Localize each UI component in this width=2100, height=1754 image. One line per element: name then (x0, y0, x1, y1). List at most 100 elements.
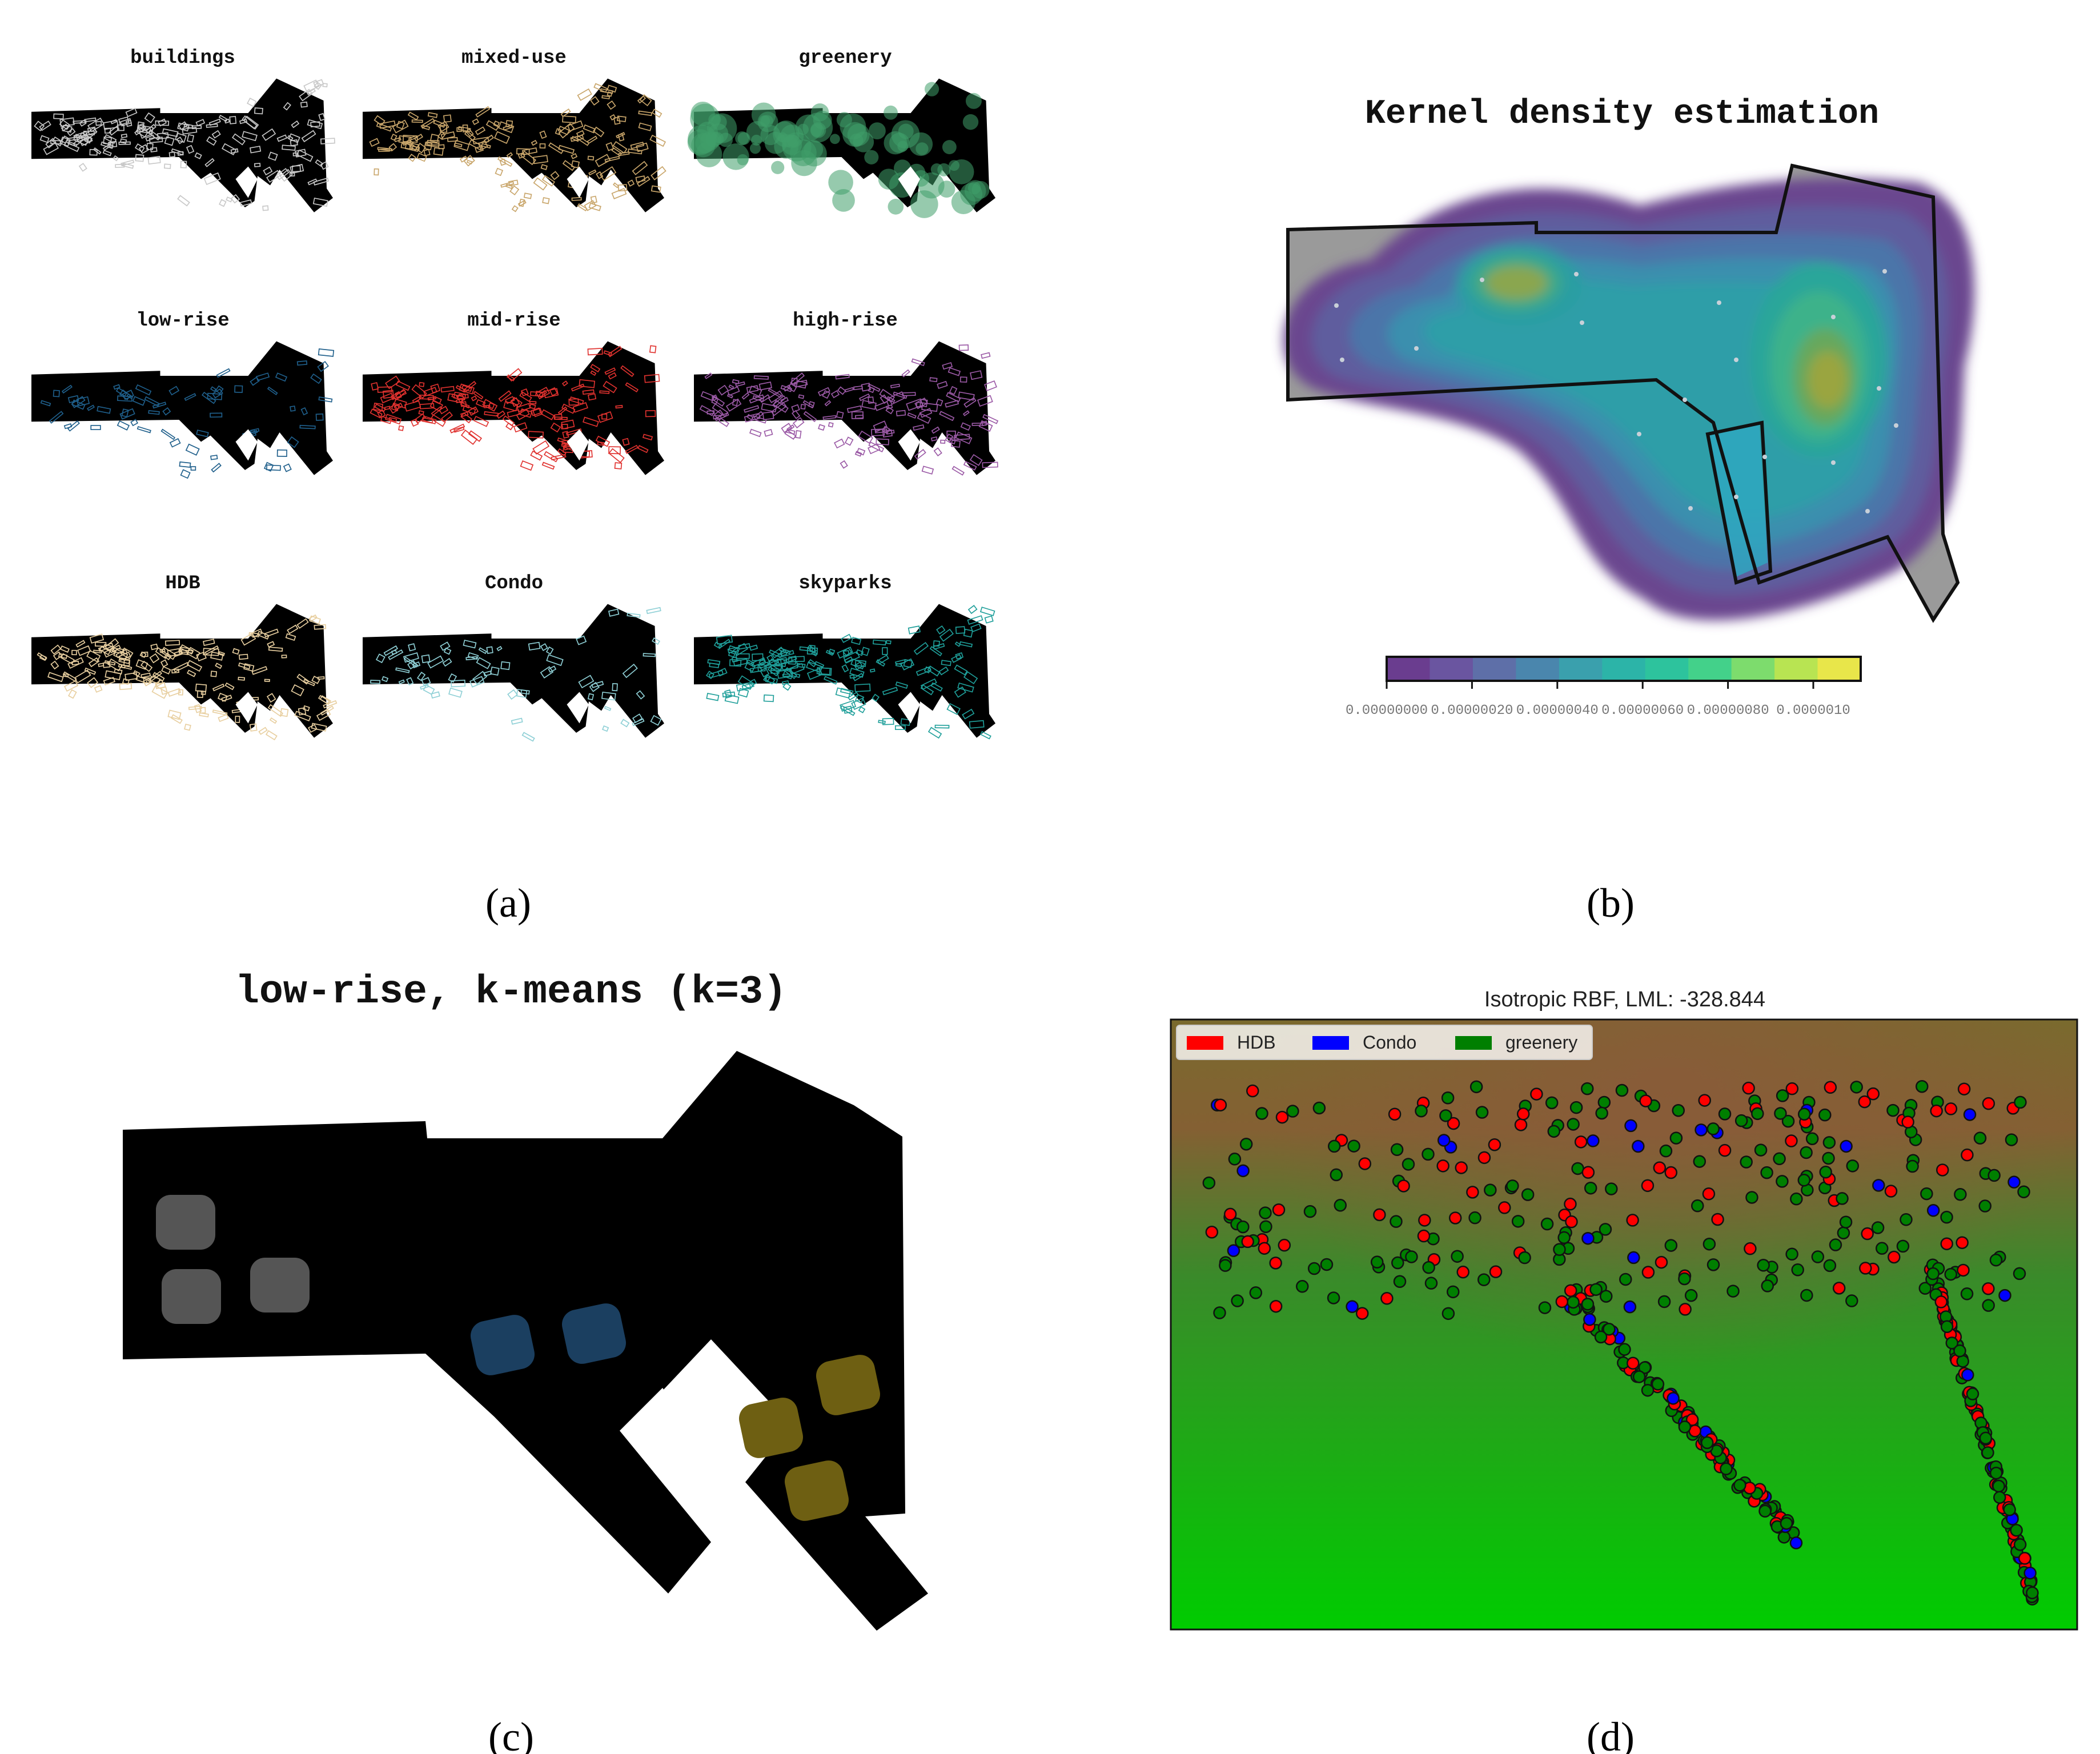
gp-point (1451, 1250, 1464, 1263)
gp-point (1886, 1103, 1900, 1117)
gp-point (1259, 1206, 1272, 1219)
kde-point (1580, 320, 1584, 325)
gp-point (1393, 1275, 1407, 1289)
gp-point (1776, 1175, 1789, 1188)
gp-point (1785, 1247, 1798, 1261)
colorbar-swatch (1602, 657, 1646, 681)
gp-point (1511, 1215, 1525, 1228)
gp-point (1639, 1094, 1652, 1107)
small-map-marks (370, 345, 660, 471)
gp-point (1916, 1079, 1929, 1093)
gp-point (1672, 1104, 1685, 1117)
colorbar-swatch (1817, 657, 1861, 681)
gp-point (1555, 1295, 1569, 1309)
gp-point (1954, 1188, 1967, 1201)
gp-point (1800, 1146, 1813, 1159)
gp-point (1641, 1266, 1655, 1279)
gp-point (1858, 1095, 1872, 1109)
small-map-marks (699, 344, 999, 476)
gp-point (1866, 1087, 1880, 1101)
kde-point (1865, 509, 1870, 513)
small-map-shape (363, 604, 664, 738)
gp-point (1547, 1125, 1561, 1138)
kde-point (1762, 455, 1767, 459)
gp-point (1982, 1282, 1995, 1295)
gp-point (1583, 1313, 1596, 1326)
gp-point (1390, 1215, 1403, 1228)
gp-point (1581, 1298, 1595, 1311)
gp-point (1819, 1165, 1832, 1179)
cluster-blob (784, 1460, 849, 1521)
gp-point (1781, 1114, 1795, 1128)
small-map: mixed-use (363, 47, 666, 212)
gp-point (1564, 1284, 1577, 1297)
gp-point (2023, 1566, 2037, 1580)
gp-point (1920, 1187, 1933, 1201)
gp-point (1684, 1289, 1698, 1302)
gp-point (1989, 1253, 2003, 1267)
gp-point (1446, 1285, 1460, 1299)
gp-point (1785, 1082, 1799, 1095)
colorbar-swatch (1516, 657, 1560, 681)
small-map: mid-rise (363, 310, 664, 475)
gp-point (2010, 1524, 2023, 1537)
gp-point (2017, 1185, 2030, 1198)
gp-point (1249, 1286, 1263, 1299)
gp-point (1706, 1122, 1720, 1135)
gp-point (1754, 1143, 1768, 1157)
gp-point (1330, 1168, 1343, 1182)
gp-point (1439, 1109, 1452, 1122)
kde-point (1734, 495, 1738, 499)
gp-point (1239, 1137, 1253, 1151)
gp-point (1347, 1139, 1360, 1153)
legend-label: greenery (1505, 1032, 1577, 1053)
gp-point (2005, 1133, 2018, 1146)
gp-point (1370, 1255, 1384, 1269)
gp-point (1424, 1277, 1438, 1290)
kde-point (1340, 358, 1344, 362)
gp-point (1540, 1217, 1554, 1231)
gp-point (1926, 1267, 1940, 1281)
gp-point (1733, 1479, 1746, 1492)
gp-point (1286, 1105, 1299, 1118)
gp-point (1488, 1138, 1501, 1151)
gp-point (1599, 1223, 1612, 1236)
gp-point (1973, 1131, 1987, 1145)
colorbar-swatch (1387, 657, 1431, 681)
small-map: HDB (31, 573, 338, 741)
gp-point (1978, 1199, 1991, 1213)
colorbar-swatch (1774, 657, 1818, 681)
gp-point (1957, 1082, 1971, 1095)
small-map-marks (34, 79, 335, 211)
gp-point (1822, 1136, 1836, 1149)
gp-point (1751, 1107, 1764, 1121)
gp-point (1940, 1210, 1953, 1224)
colorbar-tick-label: 0.00000020 (1431, 703, 1513, 719)
gp-point (1530, 1087, 1543, 1101)
gp-point (1397, 1179, 1410, 1193)
panel-d-caption: (d) (1587, 1714, 1635, 1754)
gp-point (1615, 1083, 1629, 1097)
gp-point (1953, 1344, 1966, 1358)
gp-point (1805, 1132, 1819, 1145)
gp-point (1703, 1237, 1716, 1251)
gp-point (1823, 1259, 1837, 1273)
gp-point (1679, 1303, 1692, 1316)
gp-point (1987, 1169, 2001, 1182)
gp-point (1468, 1211, 1481, 1225)
gp-point (1695, 1123, 1708, 1137)
gp-point (1632, 1139, 1645, 1153)
gp-point (1469, 1080, 1483, 1094)
colorbar-swatch (1731, 657, 1776, 681)
kde-contours (1283, 178, 1975, 621)
kde-title: Kernel density estimation (1365, 95, 1879, 134)
gp-point (1415, 1104, 1428, 1118)
small-map-title: mid-rise (467, 310, 560, 332)
gp-point (1780, 1516, 1793, 1530)
gp-point (1989, 1466, 2003, 1480)
gp-point (1538, 1301, 1552, 1314)
small-map-marks (40, 348, 335, 479)
gp-point (1241, 1235, 1254, 1249)
kde-point (1683, 398, 1687, 402)
colorbar-swatch (1688, 657, 1732, 681)
